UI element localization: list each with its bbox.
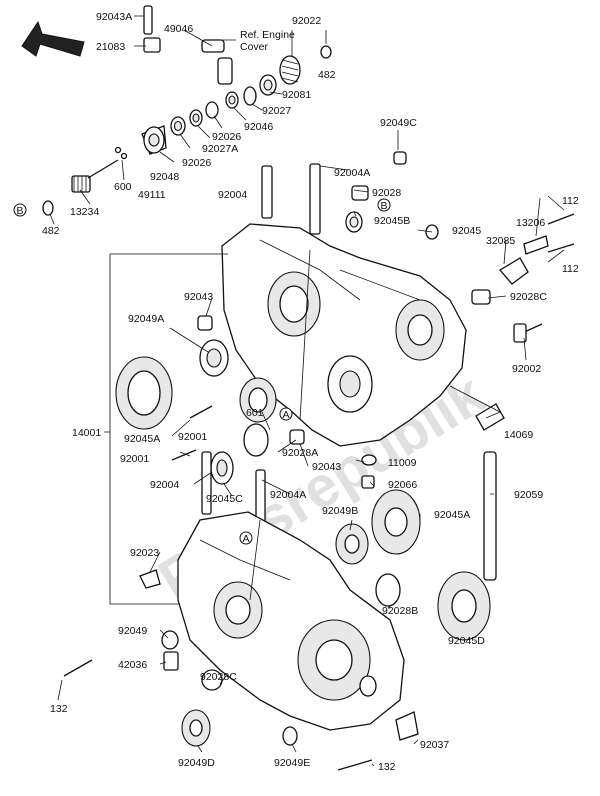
label-92043-low: 92043 [312,461,341,473]
label-132-bottom: 132 [378,761,396,773]
leader-lines [49,15,565,767]
label-92022: 92022 [292,15,321,27]
label-92049e: 92049E [274,757,310,769]
label-92002: 92002 [512,363,541,375]
label-49111: 49111 [138,189,166,201]
label-92028c-right: 92028C [510,291,547,303]
right-side-small-parts [345,151,575,581]
front-direction-arrow [21,20,85,57]
ref-note-line2: Cover [240,41,269,53]
label-92045b: 92045B [374,215,410,227]
label-92026-a: 92026 [212,131,241,143]
lower-crankcase-half [63,489,491,771]
label-92048: 92048 [150,171,179,183]
label-92049b: 92049B [322,505,358,517]
ref-note-line1: Ref. Engine [240,29,295,41]
callout-a-mid: A [283,409,290,421]
label-13234: 13234 [70,206,99,218]
label-92004a-top: 92004A [334,167,370,179]
label-92001-a: 92001 [178,431,207,443]
label-92043-mid: 92043 [184,291,213,303]
label-92045d: 92045D [448,635,485,647]
label-92049d: 92049D [178,757,215,769]
label-92023: 92023 [130,547,159,559]
label-92045a-left: 92045A [124,433,160,445]
label-132-left: 132 [50,703,68,715]
label-92046: 92046 [244,121,273,133]
label-482-top: 482 [318,69,336,81]
label-601: 601 [246,407,264,419]
label-92049c: 92049C [380,117,417,129]
label-49046: 49046 [164,23,193,35]
label-14001: 14001 [72,427,101,439]
label-92026-b: 92026 [182,157,211,169]
label-13206: 13206 [516,217,545,229]
label-92027a: 92027A [202,143,238,155]
label-92004-low: 92004 [150,479,179,491]
label-112-b: 112 [562,263,579,275]
label-92028: 92028 [372,187,401,199]
label-92004a-low: 92004A [270,489,306,501]
label-32085: 32085 [486,235,515,247]
label-92028c-low: 92028C [200,671,237,683]
label-92037: 92037 [420,739,449,751]
label-482-left: 482 [42,225,60,237]
label-92045c: 92045C [206,493,243,505]
label-92027: 92027 [262,105,291,117]
label-92028a: 92028A [282,447,318,459]
upper-crankcase-half [221,163,467,447]
label-92049a: 92049A [128,313,164,325]
label-600: 600 [114,181,132,193]
label-92045: 92045 [452,225,481,237]
label-11009: 11009 [388,457,417,469]
label-92001-b: 92001 [120,453,149,465]
callout-b-left: B [17,205,24,217]
left-column-parts [115,315,305,531]
label-92004-top: 92004 [218,189,247,201]
label-42036: 42036 [118,659,147,671]
label-92043a: 92043A [96,11,132,23]
label-92049: 92049 [118,625,147,637]
label-92059: 92059 [514,489,543,501]
label-21083: 21083 [96,41,125,53]
callout-b-right: B [381,200,388,212]
callout-a-low: A [243,533,250,545]
label-92066: 92066 [388,479,417,491]
callout-markers: B B A A [13,198,391,545]
part-number-labels: 92043A 49046 92022 21083 Ref. Engine Cov… [42,11,579,773]
label-92045a-right: 92045A [434,509,470,521]
label-112-a: 112 [562,195,579,207]
label-92081: 92081 [282,89,311,101]
label-92028b: 92028B [382,605,418,617]
label-14069: 14069 [504,429,533,441]
shift-shaft-assembly [42,5,332,216]
